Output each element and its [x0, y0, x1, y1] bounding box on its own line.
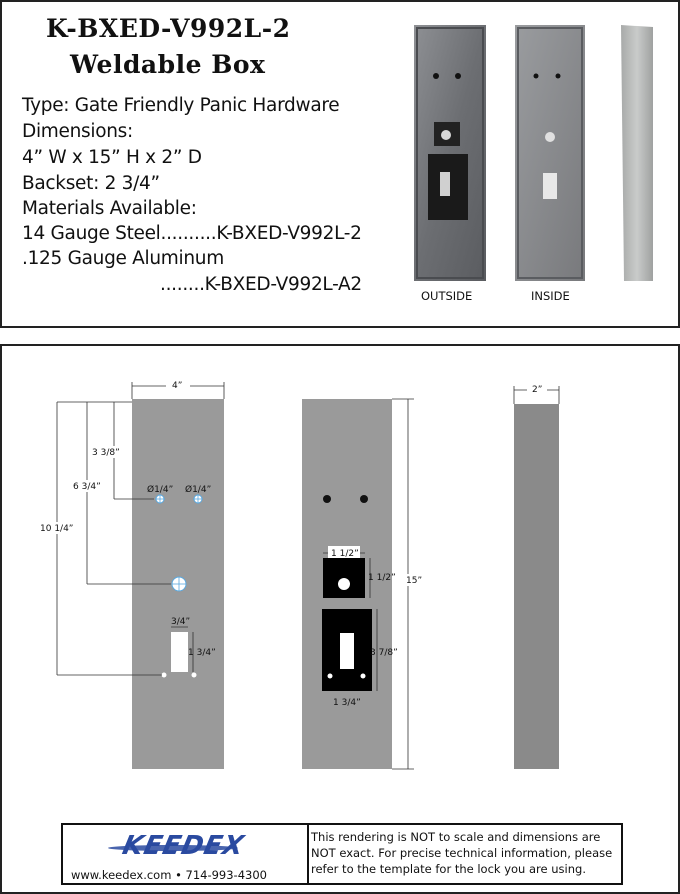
logo-swoosh [108, 845, 238, 851]
inside-round-hole [545, 132, 555, 142]
product-code-title: K-BXED-V992L-2 [46, 14, 291, 43]
outside-slot [440, 172, 450, 196]
front-width-label: 4” [172, 381, 182, 391]
footer-divider [307, 825, 309, 883]
spec-steel: 14 Gauge Steel..........K-BXED-V992L-2 [22, 223, 362, 244]
technical-drawing: 4” Ø1/4” Ø1/4” 3/4” 1 3/4” 3 3/8” 6 3/4” [38, 379, 560, 770]
inside-slot [543, 173, 557, 199]
hole-label-left: Ø1/4” [147, 484, 173, 495]
inside-hole-right [555, 73, 561, 79]
dim-6-3-4-label: 6 3/4” [73, 482, 101, 492]
outside-box-face [414, 25, 486, 281]
keedex-logo: KEEDEX [119, 831, 248, 861]
footer-box: KEEDEX www.keedex.com • 714-993-4300 Thi… [61, 823, 623, 885]
side-view-plate [514, 404, 559, 769]
inside-view-hole-left [323, 495, 331, 503]
inside-photo [515, 25, 585, 281]
inside-view-slot [340, 633, 354, 669]
spec-materials-heading: Materials Available: [22, 198, 197, 219]
dim-10-1-4-label: 10 1/4” [40, 524, 73, 534]
outside-square-hole [441, 130, 451, 140]
footer-contact: www.keedex.com • 714-993-4300 [71, 868, 267, 882]
spec-aluminum-code: ........K-BXED-V992L-A2 [160, 274, 362, 295]
depth-label: 2” [532, 385, 542, 395]
outside-photo [414, 25, 486, 281]
rect-height-label: 3 7/8” [370, 648, 398, 658]
inside-view-screw-left [327, 673, 333, 679]
slot-width-label: 3/4” [171, 617, 190, 627]
inside-box-face [515, 25, 585, 281]
front-screw-right [191, 672, 197, 678]
front-slot [171, 632, 188, 672]
product-info-panel: K-BXED-V992L-2 Weldable Box Type: Gate F… [0, 0, 680, 328]
outside-hole-right [455, 73, 461, 79]
spec-dimensions-value: 4” W x 15” H x 2” D [22, 147, 202, 168]
dim-3-3-8-label: 3 3/8” [92, 448, 120, 458]
rect-width-label: 1 3/4” [333, 698, 361, 708]
inside-view-screw-right [360, 673, 366, 679]
outside-hole-left [433, 73, 439, 79]
inside-caption: INSIDE [531, 289, 570, 303]
side-box-face [621, 25, 653, 281]
spec-type: Type: Gate Friendly Panic Hardware [22, 95, 340, 116]
side-photo [621, 25, 653, 281]
product-name-title: Weldable Box [70, 50, 266, 79]
inside-hole-left [533, 73, 539, 79]
height-label: 15” [406, 576, 422, 586]
outside-caption: OUTSIDE [421, 289, 473, 303]
hole-label-right: Ø1/4” [185, 484, 211, 495]
square-height-label: 1 1/2” [368, 573, 396, 583]
front-screw-left [161, 672, 167, 678]
spec-dimensions-heading: Dimensions: [22, 121, 133, 142]
square-width-label: 1 1/2” [331, 549, 359, 559]
footer-disclaimer: This rendering is NOT to scale and dimen… [311, 830, 613, 876]
inside-view-square-hole [338, 578, 350, 590]
outside-box-edge [416, 27, 484, 279]
spec-aluminum: .125 Gauge Aluminum [22, 248, 224, 269]
inside-box-edge [517, 27, 583, 279]
inside-view-hole-right [360, 495, 368, 503]
slot-height-label: 1 3/4” [188, 648, 216, 658]
spec-backset: Backset: 2 3/4” [22, 173, 160, 194]
technical-drawing-panel: 4” Ø1/4” Ø1/4” 3/4” 1 3/4” 3 3/8” 6 3/4” [0, 344, 680, 894]
